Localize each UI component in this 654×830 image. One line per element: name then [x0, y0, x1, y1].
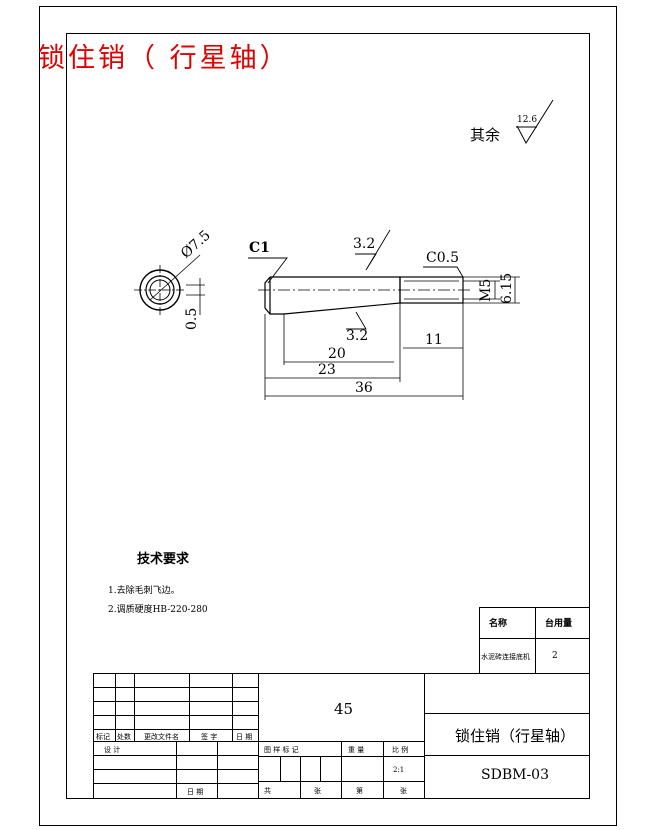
- tech-item-1: 1.去除毛刺飞边。: [108, 586, 180, 596]
- outer-frame: [39, 6, 617, 826]
- sheet-label: 张: [314, 787, 321, 795]
- pin-side-view: [258, 276, 472, 315]
- drawing-number: SDBM-03: [481, 767, 549, 783]
- dim-roughness-bottom: 3.2: [346, 328, 369, 344]
- rev-header-sign: 签 字: [201, 733, 218, 741]
- date-label: 日 期: [187, 788, 204, 796]
- sheet-label-2: 张: [400, 787, 407, 795]
- scale-label: 比 例: [392, 746, 409, 754]
- dim-chamfer-right: C0.5: [426, 250, 459, 266]
- rev-header-count: 处数: [117, 733, 131, 741]
- tech-item-2: 2.调质硬度HB-220-280: [108, 605, 208, 615]
- dim-len36: 36: [355, 380, 373, 396]
- roughness-symbol-top: [355, 229, 391, 271]
- roughness-label: 其余: [470, 126, 501, 144]
- part-name: 锁住销（行星轴）: [455, 727, 576, 745]
- weight-label: 重 量: [348, 746, 365, 754]
- dim-len23: 23: [318, 362, 336, 378]
- roughness-symbol-bottom: [346, 311, 367, 330]
- material: 45: [334, 700, 354, 718]
- rev-header-mark: 标记: [96, 733, 110, 741]
- inner-frame: [66, 33, 590, 799]
- rev-header-date: 日 期: [236, 733, 253, 741]
- dim-thread: M5: [478, 278, 494, 302]
- dim-offset: 0.5: [184, 307, 200, 330]
- sheet-number: 第: [356, 787, 363, 795]
- scale-value: 2:1: [393, 766, 405, 774]
- dim-roughness-top: 3.2: [353, 236, 376, 252]
- parts-header-name: 名称: [489, 619, 508, 629]
- parts-row-name: 水泥砖连接底机: [481, 653, 530, 661]
- dim-dia2: 6.15: [499, 272, 515, 304]
- sheets-total: 共: [264, 787, 271, 795]
- dim-len11: 11: [425, 332, 443, 348]
- end-view: [134, 254, 205, 316]
- roughness-symbol-general: [516, 99, 554, 144]
- parts-header-qty: 台用量: [545, 619, 573, 629]
- stage-label: 图 样 标 记: [264, 746, 299, 754]
- dia-dims-right: [463, 276, 520, 304]
- drawing-title: 锁住销（ 行星轴）: [38, 43, 290, 74]
- rev-header-doc: 更改文件名: [144, 733, 179, 741]
- length-dims: [264, 303, 464, 400]
- dim-len20: 20: [328, 346, 346, 362]
- title-block: [93, 673, 590, 799]
- parts-row-qty: 2: [552, 651, 558, 661]
- design-label: 设 计: [104, 746, 121, 754]
- tech-heading: 技术要求: [137, 552, 190, 567]
- chamfer-leaders: [248, 257, 464, 284]
- dim-chamfer-left: C1: [249, 240, 270, 256]
- roughness-value: 12.6: [517, 115, 538, 125]
